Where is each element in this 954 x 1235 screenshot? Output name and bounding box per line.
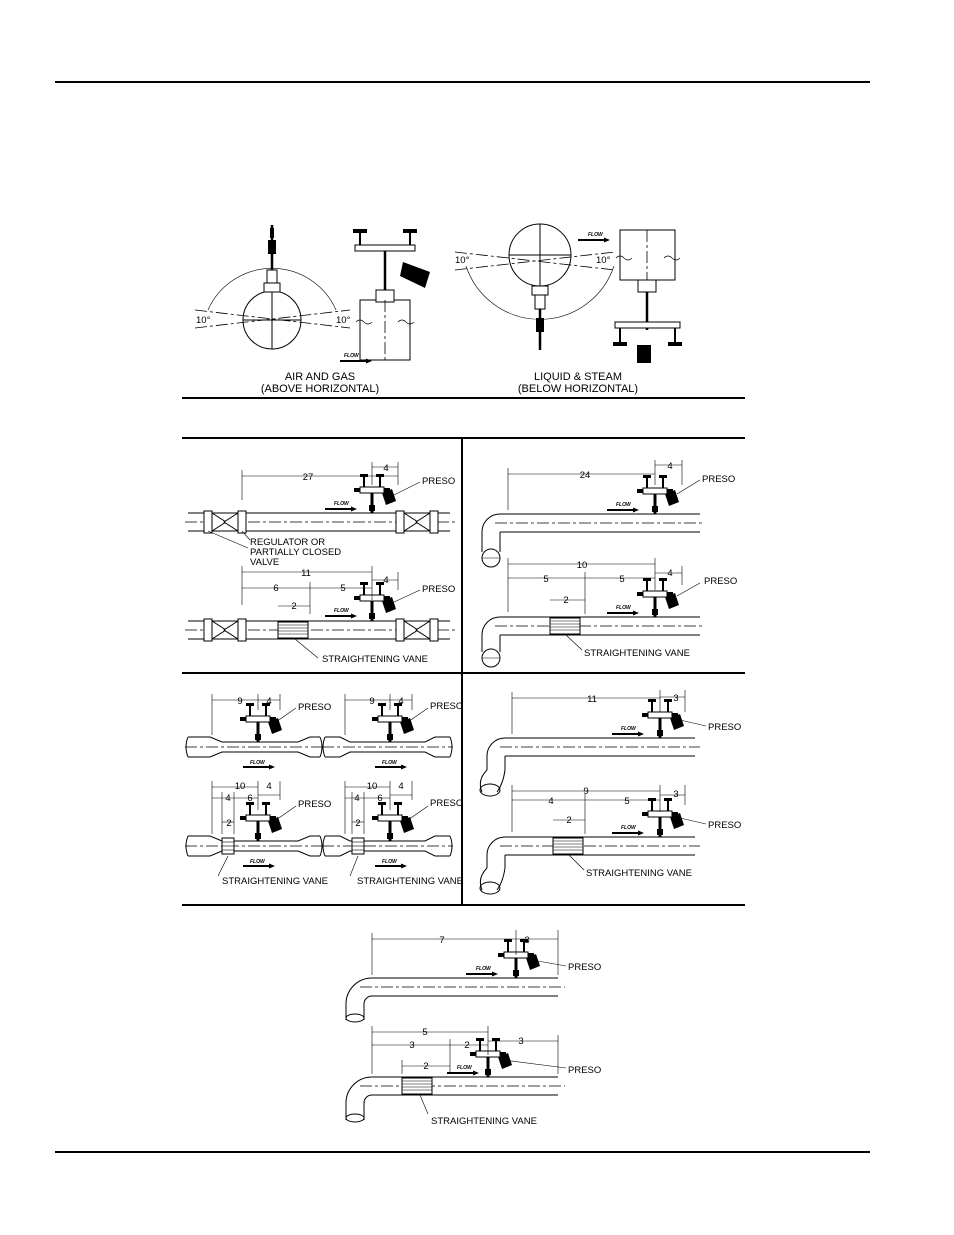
panel-e-dim-down: 3 xyxy=(524,935,529,946)
panel-e-flow-1: FLOW xyxy=(476,966,492,972)
panel-c-vane-label-1: STRAIGHTENING VANE xyxy=(222,876,328,887)
panel-c-vane-label-2: STRAIGHTENING VANE xyxy=(357,876,463,887)
panel-c-flow-4: FLOW xyxy=(382,859,398,865)
panel-e2-dim-vane: 2 xyxy=(423,1061,428,1072)
panel-c-preso-3: PRESO xyxy=(298,799,331,810)
regulator-label-3: VALVE xyxy=(250,557,279,568)
panel-c-flow-3: FLOW xyxy=(250,859,266,865)
panel-a2-dim-second: 5 xyxy=(340,583,345,594)
panel-e-preso-1: PRESO xyxy=(568,962,601,973)
panel-c-rl-dim-overall: 10 xyxy=(367,781,378,792)
liquid-caption-line1: LIQUID & STEAM xyxy=(534,371,622,383)
panel-e-flow-2: FLOW xyxy=(457,1065,473,1071)
air-caption-line2: (ABOVE HORIZONTAL) xyxy=(261,383,379,395)
panel-d2-dim-vane: 2 xyxy=(566,815,571,826)
panel-c-preso-1: PRESO xyxy=(298,702,331,713)
panel-c-rl-dim-vane: 2 xyxy=(355,818,360,829)
panel-a-flow-1: FLOW xyxy=(334,501,350,507)
panel-vertical-elbow: FLOW 7 3 PRESO FLOW 5 3 2 3 2 PRESO xyxy=(345,930,601,1127)
panel-c-lu-dim-overall: 9 xyxy=(237,696,242,707)
panel-e2-dim-first: 3 xyxy=(409,1040,414,1051)
panel-e-preso-2: PRESO xyxy=(568,1065,601,1076)
panel-c-ru-dim-down: 4 xyxy=(398,696,403,707)
panel-c-ll-dim-second: 6 xyxy=(247,793,252,804)
panel-a-preso-1: PRESO xyxy=(422,476,455,487)
panel-reducers: FLOW 9 4 PRESO FLOW 9 4 PRESO FLOW xyxy=(185,694,463,887)
panel-e2-dim-down: 3 xyxy=(518,1036,523,1047)
panel-d-preso-2: PRESO xyxy=(708,820,741,831)
air-flow-label: FLOW xyxy=(344,353,360,359)
panel-b2-dim-down: 4 xyxy=(667,568,672,579)
panel-d-preso-1: PRESO xyxy=(708,722,741,733)
panel-c-rl-dim-down: 4 xyxy=(398,781,403,792)
panel-b-dim-overall: 24 xyxy=(580,470,591,481)
panel-c-ll-dim-vane: 2 xyxy=(226,818,231,829)
panel-b2-dim-first: 5 xyxy=(543,574,548,585)
panel-c-flow-1: FLOW xyxy=(250,760,266,766)
panel-c-ll-dim-first: 4 xyxy=(225,793,230,804)
panel-b2-dim-overall: 10 xyxy=(577,560,588,571)
air-angle-left: 10° xyxy=(196,315,211,326)
panel-d2-dim-first: 4 xyxy=(548,796,553,807)
panel-e2-dim-overall: 5 xyxy=(422,1027,427,1038)
air-caption-line1: AIR AND GAS xyxy=(285,371,355,383)
panel-b-flow-2: FLOW xyxy=(616,605,632,611)
panel-a-flow-2: FLOW xyxy=(334,608,350,614)
regulator-label-1: REGULATOR OR xyxy=(250,537,325,548)
panel-c-rl-dim-first: 4 xyxy=(354,793,359,804)
panel-b-preso-1: PRESO xyxy=(702,474,735,485)
panel-b-dim-down: 4 xyxy=(667,461,672,472)
liquid-angle-left: 10° xyxy=(455,255,470,266)
panel-d-dim-down: 3 xyxy=(673,693,678,704)
panel-b-vane-label: STRAIGHTENING VANE xyxy=(584,648,690,659)
panel-a2-dim-overall: 11 xyxy=(301,568,311,579)
panel-a-vane-label: STRAIGHTENING VANE xyxy=(322,654,428,665)
panel-a2-dim-down: 4 xyxy=(383,575,388,586)
panel-c-rl-dim-second: 6 xyxy=(377,793,382,804)
liquid-caption-line2: (BELOW HORIZONTAL) xyxy=(518,383,638,395)
panel-a-dim-down: 4 xyxy=(383,463,388,474)
panel-a-dim-overall: 27 xyxy=(303,472,314,483)
regulator-label-2: PARTIALLY CLOSED xyxy=(250,547,341,558)
liquid-flow-label: FLOW xyxy=(588,232,604,238)
panel-a2-dim-vane: 2 xyxy=(291,601,296,612)
panel-c-ru-dim-overall: 9 xyxy=(369,696,374,707)
panel-b-preso-2: PRESO xyxy=(704,576,737,587)
panel-single-elbow: FLOW 24 4 PRESO FLOW 10 5 5 4 2 PRESO xyxy=(481,460,737,668)
liquid-angle-right: 10° xyxy=(596,255,611,266)
panel-b-flow-1: FLOW xyxy=(616,502,632,508)
panel-a-preso-2: PRESO xyxy=(422,584,455,595)
panel-regulator-valve: FLOW 27 4 PRESO REGULATOR OR PARTIALLY C… xyxy=(185,462,455,665)
panel-e2-dim-second: 2 xyxy=(464,1040,469,1051)
panel-b2-dim-second: 5 xyxy=(619,574,624,585)
panel-d-flow-1: FLOW xyxy=(621,726,637,732)
panel-e-vane-label: STRAIGHTENING VANE xyxy=(431,1116,537,1127)
panel-c-lu-dim-down: 4 xyxy=(266,696,271,707)
panel-c-ll-dim-down: 4 xyxy=(266,781,271,792)
panel-c-flow-2: FLOW xyxy=(382,760,398,766)
panel-a2-dim-first: 6 xyxy=(273,583,278,594)
panel-d-vane-label: STRAIGHTENING VANE xyxy=(586,868,692,879)
air-gas-orientation: 10° 10° FLOW AIR AND GAS (ABOVE HORIZONT… xyxy=(194,225,430,395)
panel-d2-dim-down: 3 xyxy=(673,789,678,800)
panel-e-dim-overall: 7 xyxy=(439,935,444,946)
air-angle-right: 10° xyxy=(336,315,351,326)
panel-c-preso-4: PRESO xyxy=(430,798,463,809)
panel-b2-dim-vane: 2 xyxy=(563,595,568,606)
panel-d-dim-overall: 11 xyxy=(587,694,597,705)
panel-d2-dim-second: 5 xyxy=(624,796,629,807)
panel-c-preso-2: PRESO xyxy=(430,701,463,712)
panel-c-ll-dim-overall: 10 xyxy=(235,781,246,792)
liquid-steam-orientation: 10° 10° FLOW LIQUID & STEAM (BELOW HORIZ… xyxy=(454,223,682,395)
panel-d-flow-2: FLOW xyxy=(621,825,637,831)
panel-d2-dim-overall: 9 xyxy=(583,786,588,797)
panel-double-elbow: FLOW 11 3 PRESO FLOW 9 4 5 3 2 PRESO xyxy=(479,690,741,895)
